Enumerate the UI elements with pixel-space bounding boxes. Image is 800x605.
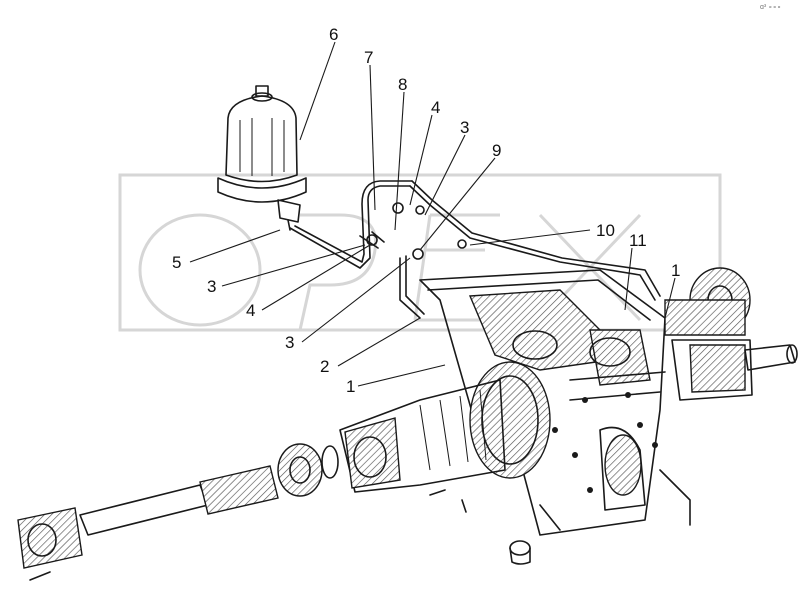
watermark-logo — [118, 173, 722, 332]
gearbox-housing — [419, 269, 691, 536]
callout-3: 3 — [285, 333, 294, 352]
callout-8: 8 — [398, 75, 407, 94]
callout-labels: 6 7 8 4 3 9 10 11 1 5 3 4 3 2 1 — [172, 25, 680, 396]
callout-7: 7 — [364, 48, 373, 67]
oil-filter-canister — [217, 85, 307, 231]
corner-mark: ɑ³ ∘∘∘ — [760, 4, 781, 11]
callout-2: 2 — [320, 357, 329, 376]
callout-11: 11 — [629, 231, 647, 250]
output-shaft-assembly — [664, 267, 798, 401]
callout-3: 3 — [207, 277, 216, 296]
callout-5: 5 — [172, 253, 181, 272]
callout-10: 10 — [596, 221, 615, 240]
input-shaft — [17, 443, 531, 581]
callout-9: 9 — [492, 141, 501, 160]
callout-4: 4 — [246, 301, 255, 320]
callout-3: 3 — [460, 118, 469, 137]
callout-1: 1 — [346, 377, 355, 396]
callout-1: 1 — [671, 261, 680, 280]
oil-pipe-lines — [289, 180, 661, 319]
clutch-bell-housing — [339, 361, 551, 493]
leader-lines — [189, 41, 676, 387]
callout-6: 6 — [329, 25, 338, 44]
callout-4: 4 — [431, 98, 440, 117]
